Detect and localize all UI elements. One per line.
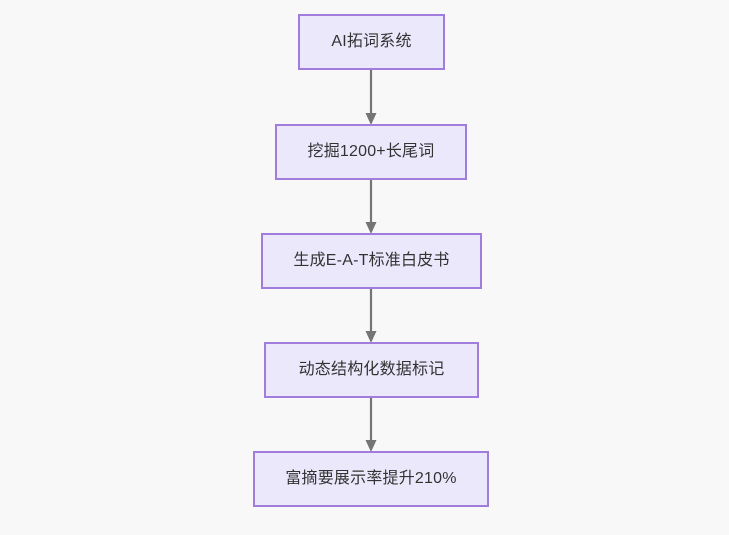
- flow-node-label: AI拓词系统: [331, 33, 412, 51]
- flow-node-label: 富摘要展示率提升210%: [285, 470, 457, 488]
- flow-node-label: 动态结构化数据标记: [298, 361, 445, 379]
- flow-node-generate-eat-whitepaper[interactable]: 生成E-A-T标准白皮书: [261, 233, 482, 289]
- flow-node-label: 生成E-A-T标准白皮书: [293, 252, 450, 270]
- edge-n2-n3: [355, 180, 387, 235]
- flow-node-rich-snippet-rate-increase[interactable]: 富摘要展示率提升210%: [253, 451, 489, 507]
- flow-node-dynamic-structured-data-markup[interactable]: 动态结构化数据标记: [264, 342, 479, 398]
- flow-node-label: 挖掘1200+长尾词: [307, 143, 435, 161]
- edge-n1-n2: [355, 70, 387, 126]
- flow-node-ai-keyword-system[interactable]: AI拓词系统: [298, 14, 445, 70]
- edge-n4-n5: [355, 398, 387, 453]
- flow-node-mine-longtail-keywords[interactable]: 挖掘1200+长尾词: [275, 124, 467, 180]
- edge-n3-n4: [355, 289, 387, 344]
